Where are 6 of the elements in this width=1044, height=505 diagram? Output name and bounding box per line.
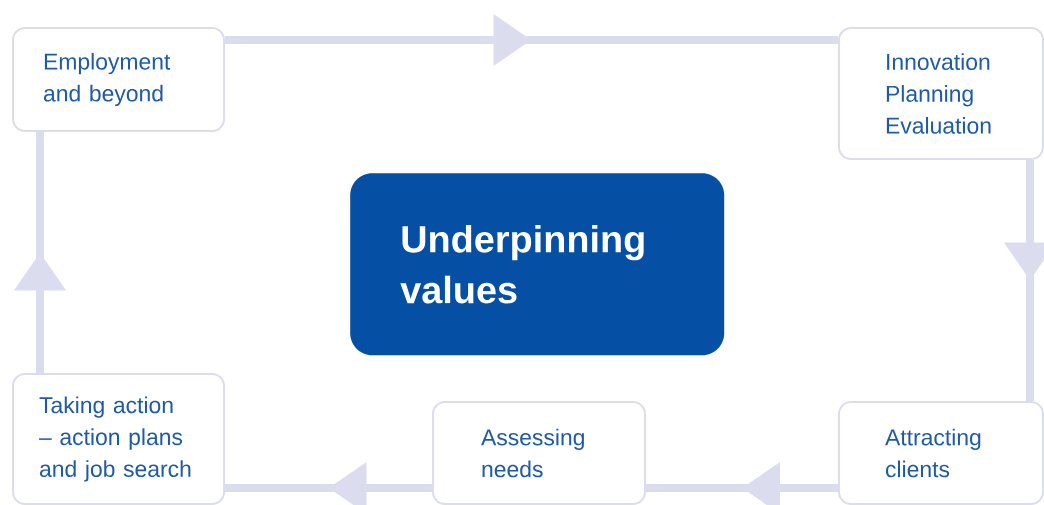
- step-box: Innovation Planning Evaluation: [838, 27, 1044, 160]
- step-box: Employment and beyond: [12, 27, 225, 132]
- step-box: Attracting clients: [838, 401, 1044, 505]
- step-box: Assessing needs: [432, 401, 646, 505]
- values-box: Underpinning values: [350, 173, 725, 356]
- step-box: Taking action – action plans and job search: [12, 373, 225, 505]
